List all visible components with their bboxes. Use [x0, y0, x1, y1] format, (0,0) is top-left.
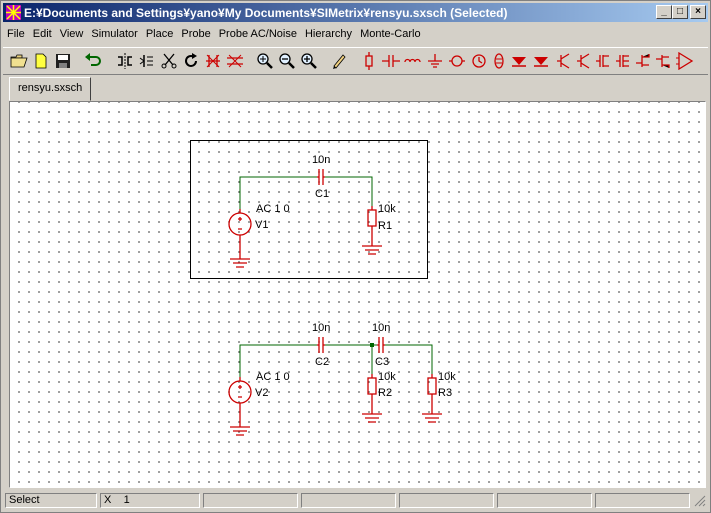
- resistor-r2[interactable]: [367, 374, 377, 414]
- status-panel-5: [399, 493, 494, 508]
- zoom-out-icon[interactable]: [277, 51, 297, 71]
- status-coordinate: X 1: [100, 493, 200, 508]
- zoom-in-icon[interactable]: [299, 51, 319, 71]
- c2-ref: C2: [315, 356, 329, 368]
- menu-place[interactable]: Place: [145, 28, 174, 40]
- junction-dot: [370, 343, 374, 347]
- pnp-icon[interactable]: [553, 51, 573, 71]
- menu-simulator[interactable]: Simulator: [91, 28, 138, 40]
- rotate-icon[interactable]: [181, 51, 201, 71]
- diode-icon[interactable]: [489, 51, 509, 71]
- voltage-source-icon[interactable]: [447, 51, 467, 71]
- c3-ref: C3: [375, 356, 389, 368]
- zener-icon[interactable]: [509, 51, 529, 71]
- opamp-icon[interactable]: [675, 51, 695, 71]
- resistor-r1[interactable]: [367, 206, 377, 246]
- delete-wire-icon[interactable]: [203, 51, 223, 71]
- circuit1-wires[interactable]: [239, 176, 373, 209]
- r1-value: 10k: [378, 203, 396, 215]
- tab-rensyu[interactable]: rensyu.sxsch: [9, 77, 92, 101]
- toolbar: [3, 47, 708, 75]
- close-button[interactable]: ×: [690, 5, 706, 19]
- ground-v1: [230, 258, 250, 268]
- status-bar: Select X 1: [3, 491, 708, 511]
- cut-icon[interactable]: [159, 51, 179, 71]
- schematic-canvas[interactable]: 10n C1 10k R1 AC 1 0 V1: [9, 101, 706, 488]
- capacitor-icon[interactable]: [381, 51, 401, 71]
- ground-r3: [422, 413, 442, 423]
- capacitor-c3[interactable]: [377, 337, 385, 353]
- pmos-icon[interactable]: [593, 51, 613, 71]
- ground-r1: [362, 245, 382, 255]
- inductor-icon[interactable]: [403, 51, 423, 71]
- status-panel-6: [497, 493, 592, 508]
- ground-v2: [230, 426, 250, 436]
- ground-r2: [362, 413, 382, 423]
- pencil-icon[interactable]: [329, 51, 349, 71]
- delete-icon[interactable]: [225, 51, 245, 71]
- v1-ref: V1: [255, 219, 268, 231]
- maximize-button[interactable]: □: [672, 5, 688, 19]
- voltage-source-v1[interactable]: [228, 209, 252, 259]
- current-source-icon[interactable]: [469, 51, 489, 71]
- voltage-source-v2[interactable]: [228, 377, 252, 427]
- r2-value: 10k: [378, 371, 396, 383]
- new-file-icon[interactable]: [31, 51, 51, 71]
- c3-value: 10n: [372, 322, 390, 334]
- undo-icon[interactable]: [83, 51, 103, 71]
- status-panel-7: [595, 493, 690, 508]
- status-x-value: 1: [123, 494, 130, 506]
- capacitor-c1[interactable]: [317, 169, 325, 185]
- window-title: E:¥Documents and Settings¥yano¥My Docume…: [24, 6, 508, 20]
- v1-value: AC 1 0: [256, 203, 290, 215]
- zoom-fit-icon[interactable]: [255, 51, 275, 71]
- jfet-icon[interactable]: [633, 51, 653, 71]
- c2-value: 10n: [312, 322, 330, 334]
- c1-ref: C1: [315, 188, 329, 200]
- minimize-button[interactable]: _: [656, 5, 672, 19]
- menu-file[interactable]: File: [7, 28, 25, 40]
- resize-grip-icon[interactable]: [694, 495, 706, 507]
- r1-ref: R1: [378, 220, 392, 232]
- circuit1-frame[interactable]: [190, 140, 428, 279]
- status-panel-4: [301, 493, 396, 508]
- menu-view[interactable]: View: [59, 28, 84, 40]
- resistor-icon[interactable]: [359, 51, 379, 71]
- npn-icon[interactable]: [531, 51, 551, 71]
- nmos-icon[interactable]: [573, 51, 593, 71]
- ground-icon[interactable]: [425, 51, 445, 71]
- menu-monte-carlo[interactable]: Monte-Carlo: [360, 28, 421, 40]
- menu-probe[interactable]: Probe: [181, 28, 211, 40]
- resistor-r3[interactable]: [427, 374, 437, 414]
- menu-hierarchy[interactable]: Hierarchy: [304, 28, 353, 40]
- circuit2-wires[interactable]: [239, 344, 433, 377]
- document-tab-bar: rensyu.sxsch: [3, 75, 708, 101]
- save-icon[interactable]: [53, 51, 73, 71]
- nmos-alt-icon[interactable]: [613, 51, 633, 71]
- status-mode: Select: [5, 493, 97, 508]
- menu-probe-ac-noise[interactable]: Probe AC/Noise: [218, 28, 297, 40]
- status-x-label: X: [104, 494, 112, 506]
- capacitor-c2[interactable]: [317, 337, 325, 353]
- simetrix-app-icon: [6, 5, 21, 20]
- r3-value: 10k: [438, 371, 456, 383]
- c1-value: 10n: [312, 154, 330, 166]
- mirror-icon[interactable]: [115, 51, 135, 71]
- r3-ref: R3: [438, 387, 452, 399]
- flip-icon[interactable]: [137, 51, 157, 71]
- v2-ref: V2: [255, 387, 268, 399]
- r2-ref: R2: [378, 387, 392, 399]
- title-bar[interactable]: E:¥Documents and Settings¥yano¥My Docume…: [3, 3, 708, 22]
- jfet-p-icon[interactable]: [653, 51, 673, 71]
- open-folder-icon[interactable]: [9, 51, 29, 71]
- v2-value: AC 1 0: [256, 371, 290, 383]
- menu-bar: File Edit View Simulator Place Probe Probe AC/…: [3, 26, 708, 45]
- menu-edit[interactable]: Edit: [32, 28, 52, 40]
- status-panel-3: [203, 493, 298, 508]
